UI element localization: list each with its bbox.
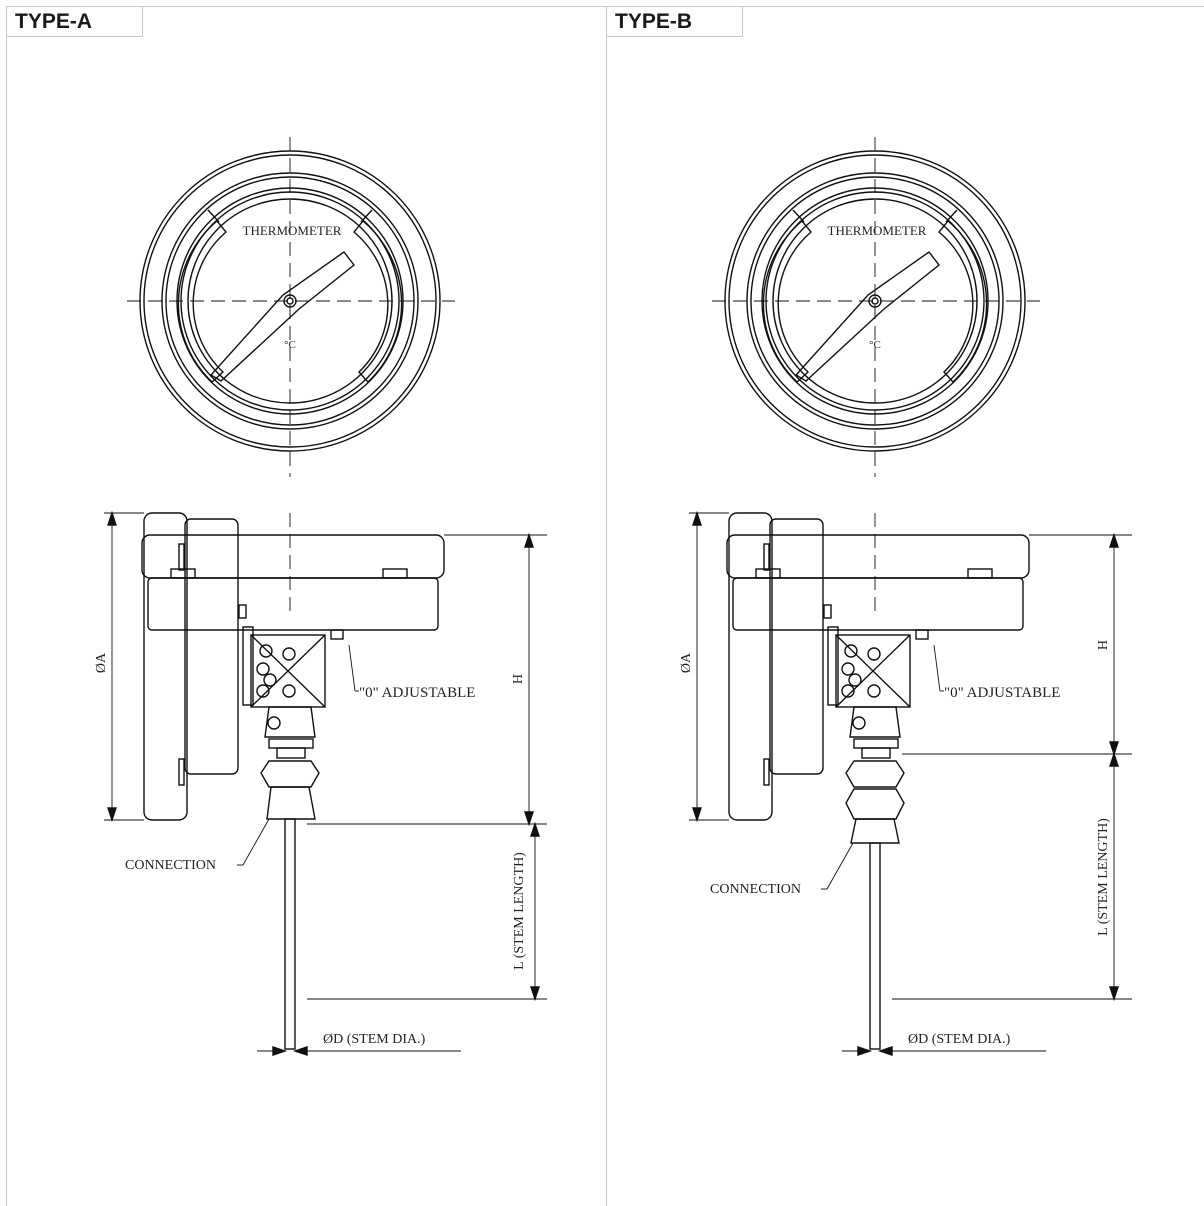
side-view [104,510,547,1056]
note-zero-adjustable: "0" ADJUSTABLE [944,685,1060,701]
note-connection: CONNECTION [125,858,216,873]
dim-h: H [511,674,526,684]
panel-type-b: TYPE-B [606,6,1204,1206]
dim-stem-dia: ØD (STEM DIA.) [908,1032,1011,1047]
dim-stem-length: L (STEM LENGTH) [1096,818,1111,936]
dial-front-view [712,137,1040,477]
panel-title: TYPE-A [7,7,143,37]
dial-front-view [127,137,455,477]
note-connection: CONNECTION [710,882,801,897]
annotations: THERMOMETER °C ØA H L (STEM LENGTH) ØD (… [94,223,527,1047]
note-zero-adjustable: "0" ADJUSTABLE [359,685,475,701]
side-view [689,510,1132,1056]
panel-type-a: TYPE-A [6,6,606,1206]
annotations: THERMOMETER °C ØA H L (STEM LENGTH) ØD (… [679,223,1111,1047]
dim-stem-length: L (STEM LENGTH) [512,852,527,970]
dim-h: H [1096,640,1111,650]
dim-dia-a: ØA [679,652,694,673]
thermometer-drawing: THERMOMETER °C ØA H L (STEM LENGTH) ØD (… [94,137,547,1056]
dial-label: THERMOMETER [243,223,342,238]
unit-label: °C [869,339,881,351]
thermometer-drawing: THERMOMETER °C ØA H L (STEM LENGTH) ØD (… [679,137,1132,1056]
dial-label: THERMOMETER [828,223,927,238]
dim-stem-dia: ØD (STEM DIA.) [323,1032,426,1047]
panel-title: TYPE-B [607,7,743,37]
unit-label: °C [284,339,296,351]
dim-dia-a: ØA [94,652,109,673]
